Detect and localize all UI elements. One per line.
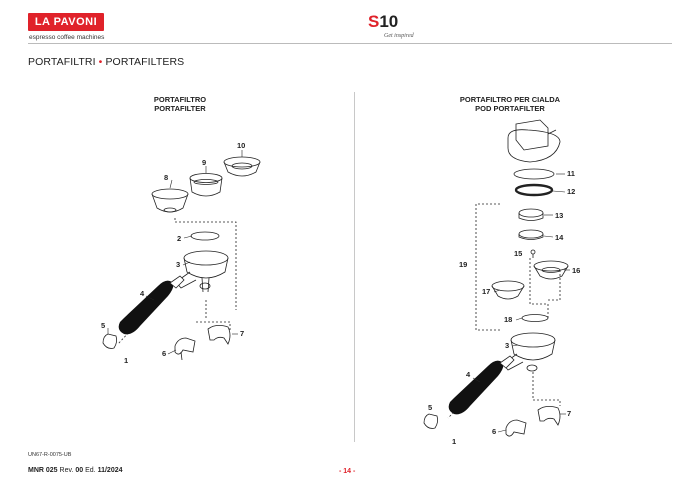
header-rule <box>28 43 672 44</box>
page-title-en: PORTAFILTERS <box>105 56 185 68</box>
callout-12: 12 <box>567 187 576 196</box>
spout-7-right-drawing <box>537 406 561 426</box>
spout-6-right-drawing <box>505 419 527 437</box>
callout-2: 2 <box>177 234 182 243</box>
callout-9: 9 <box>202 158 207 167</box>
drawing-code: UN67-R-0075-UB <box>28 452 72 458</box>
knob-5-right-drawing <box>423 413 439 429</box>
callout-1-right: 1 <box>452 437 457 446</box>
callout-18: 18 <box>504 315 513 324</box>
brand-logo: LA PAVONI <box>28 13 104 31</box>
portafilter-body-3-drawing <box>175 250 229 293</box>
rev-value: 00 <box>75 467 84 474</box>
handle-4-drawing <box>118 275 185 335</box>
basket-16-drawing <box>533 260 569 280</box>
doc-label: MNR 025 <box>28 467 58 474</box>
right-title-en: POD PORTAFILTER <box>475 104 545 113</box>
callout-5: 5 <box>101 321 106 330</box>
callout-3: 3 <box>176 260 181 269</box>
model-prefix: S <box>368 12 380 31</box>
model-name: S10 <box>368 12 398 32</box>
left-title-en: PORTAFILTER <box>154 104 206 113</box>
callout-6: 6 <box>162 349 167 358</box>
right-section-title: PORTAFILTRO PER CIALDA POD PORTAFILTER <box>445 95 575 113</box>
model-number: 10 <box>379 12 399 31</box>
callout-10: 10 <box>237 141 246 150</box>
callout-4-right: 4 <box>466 370 471 379</box>
callout-17: 17 <box>482 287 491 296</box>
callout-11: 11 <box>567 169 575 178</box>
left-title-it: PORTAFILTRO <box>153 95 207 104</box>
callout-13: 13 <box>555 211 564 220</box>
section-divider <box>354 92 355 442</box>
page-title: PORTAFILTRI • PORTAFILTERS <box>28 56 184 68</box>
page-number: - 14 - <box>339 468 356 475</box>
brand-subtitle: espresso coffee machines <box>29 34 105 41</box>
ed-value: 11/2024 <box>97 467 123 474</box>
basket-17-drawing <box>491 280 525 300</box>
spring-2-drawing <box>190 231 220 241</box>
pod-group-head-drawing <box>507 119 561 163</box>
filter-basket-9-drawing <box>189 173 223 197</box>
callout-3-right: 3 <box>505 341 510 350</box>
spout-7-drawing <box>207 325 231 345</box>
pod-portafilter-body-drawing <box>502 332 556 372</box>
left-section-title: PORTAFILTRO PORTAFILTER <box>140 95 220 113</box>
callout-1: 1 <box>124 356 129 365</box>
spout-6-drawing <box>174 337 196 361</box>
callout-7: 7 <box>240 329 245 338</box>
callout-15: 15 <box>514 249 523 258</box>
rev-label: Rev. <box>59 467 74 474</box>
callout-8: 8 <box>164 173 169 182</box>
model-tagline: Get inspired <box>384 33 414 39</box>
shower-plate-14-drawing <box>518 229 544 240</box>
callout-7-right: 7 <box>567 409 572 418</box>
handle-4-right-drawing <box>448 355 515 415</box>
callout-6-right: 6 <box>492 427 497 436</box>
knob-5-drawing <box>102 333 118 349</box>
title-separator: • <box>98 56 103 68</box>
ring-12-drawing <box>514 183 554 197</box>
callout-5-right: 5 <box>428 403 433 412</box>
filter-basket-10-drawing <box>223 156 261 177</box>
callout-4: 4 <box>140 289 145 298</box>
callout-14: 14 <box>555 233 564 242</box>
callout-19: 19 <box>459 260 468 269</box>
page-title-it: PORTAFILTRI <box>28 56 96 68</box>
gasket-11-drawing <box>513 168 555 180</box>
right-title-it: PORTAFILTRO PER CIALDA <box>459 95 561 104</box>
callout-16: 16 <box>572 266 581 275</box>
document-info: MNR 025 Rev. 00 Ed. 11/2024 <box>28 467 123 474</box>
screw-15-drawing <box>530 249 536 258</box>
filter-basket-8-drawing <box>151 188 189 213</box>
shower-13-drawing <box>518 208 544 221</box>
ed-label: Ed. <box>85 467 96 474</box>
spring-18-drawing <box>521 314 549 322</box>
